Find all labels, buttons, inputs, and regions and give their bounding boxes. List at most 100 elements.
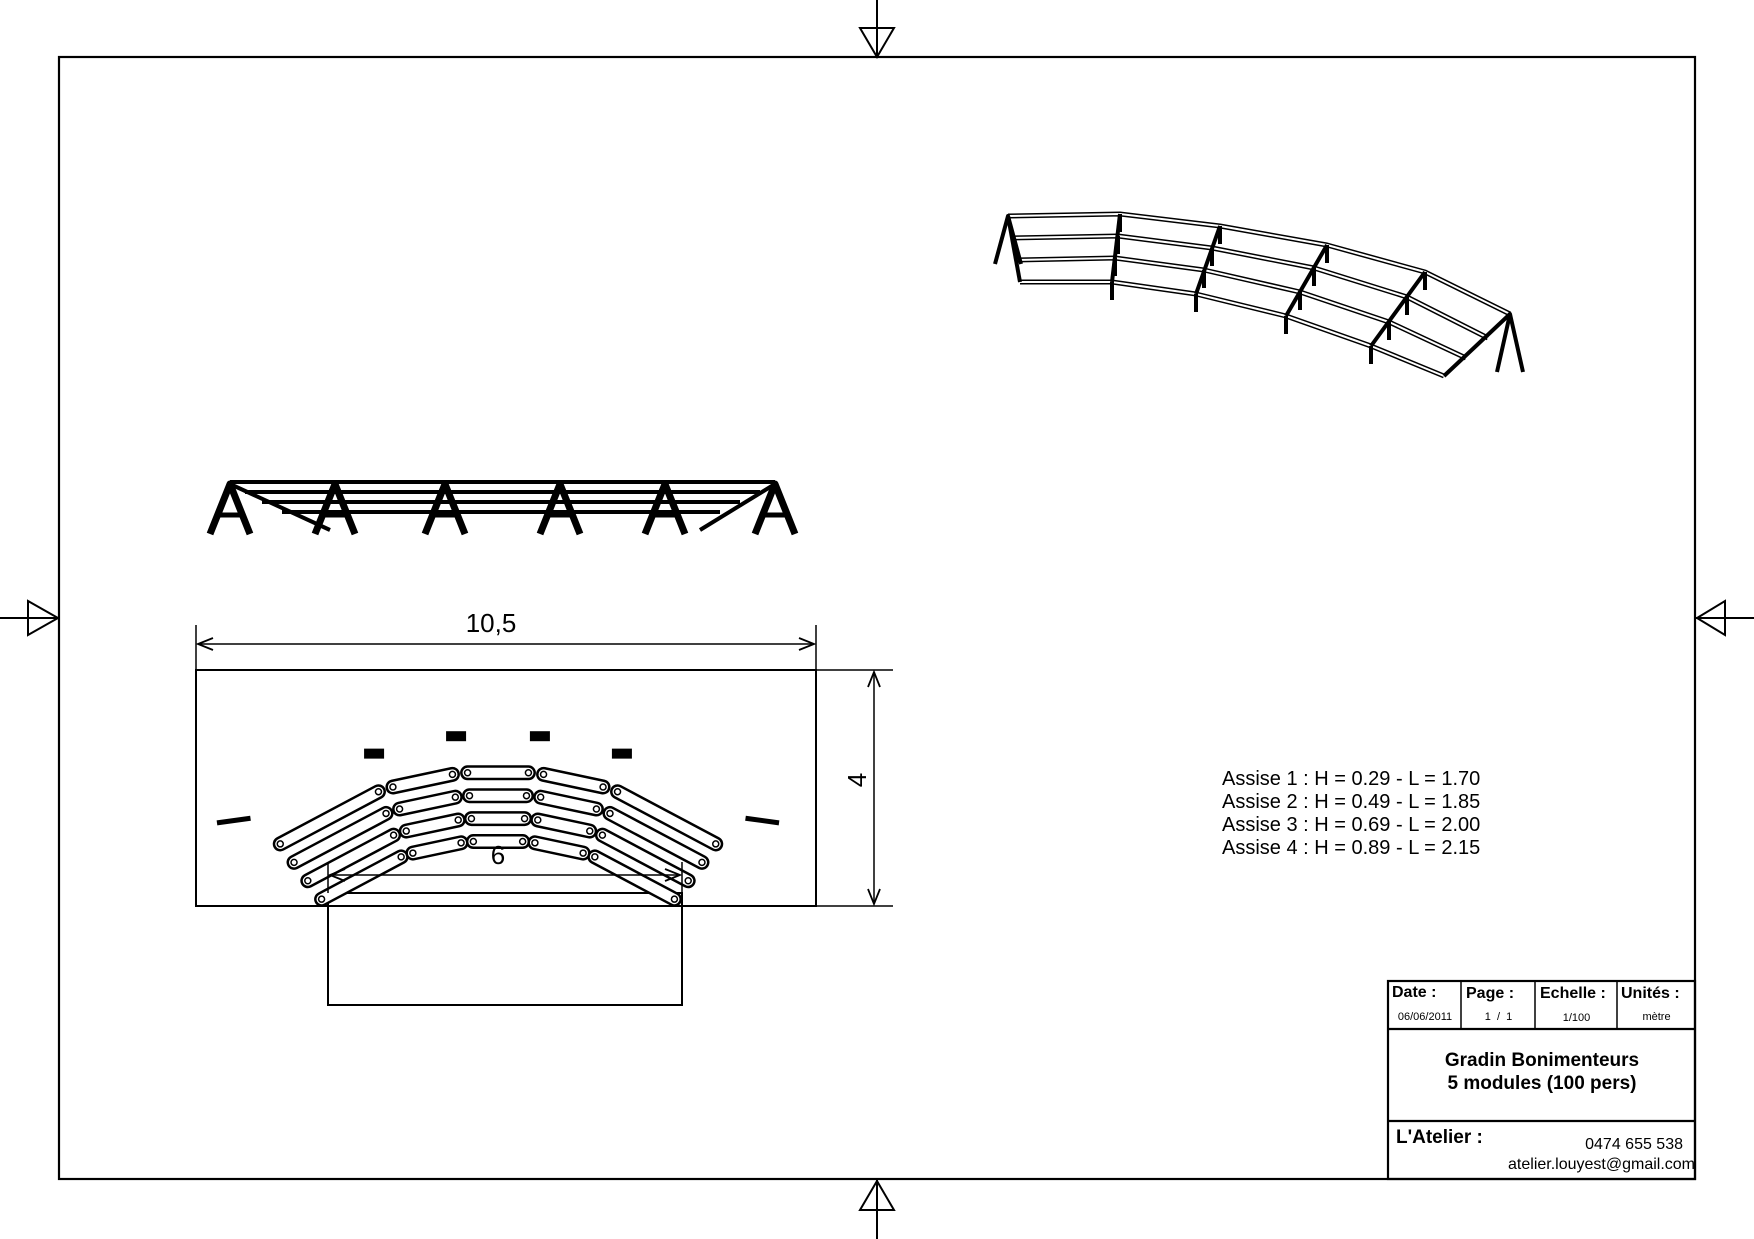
plan-bench-bolt	[524, 769, 533, 777]
elevation-a-frame	[206, 480, 254, 536]
plan-bench-inner	[275, 786, 384, 849]
plan-bench-bolt	[520, 814, 529, 823]
plan-joint	[611, 748, 632, 759]
units-label: Unités :	[1621, 985, 1680, 1002]
plan-bench-bolt	[539, 770, 548, 779]
isometric-stringer	[1284, 243, 1329, 318]
plan-bench-bolt	[276, 840, 285, 848]
plan-bench-bolt	[457, 839, 465, 847]
scale-label: Echelle :	[1540, 985, 1606, 1002]
plan-bench-bolt	[463, 769, 472, 777]
plan-view	[195, 669, 817, 1006]
plan-bench-bolt	[454, 816, 462, 824]
page-value: 1 / 1	[1484, 1011, 1513, 1023]
plan-bench-inner	[532, 815, 595, 837]
elevation-brace	[698, 482, 777, 532]
plan-bench-bolt	[448, 770, 457, 779]
isometric-bench-inner	[1020, 281, 1445, 377]
isometric-bench-inner	[1015, 257, 1467, 359]
plan-bench-inner	[529, 837, 589, 859]
isometric-bench-outer	[1011, 233, 1490, 341]
seat-spec-1: Assise 1 : H = 0.29 - L = 1.70	[1222, 768, 1481, 790]
plan-bench-bolt	[591, 853, 599, 861]
plan-bench-bolt	[684, 877, 692, 885]
title-block-grid	[1386, 979, 1697, 1181]
plan-bench-bolt	[389, 783, 397, 791]
isometric-view	[993, 211, 1525, 379]
plan-bench-bolt	[592, 805, 601, 813]
isometric-end-frame	[993, 214, 1023, 265]
plan-bench-inner	[612, 786, 721, 849]
date-value: 06/06/2011	[1397, 1011, 1453, 1023]
plan-bench-bolt	[374, 787, 383, 796]
seat-spec-2: Assise 2 : H = 0.49 - L = 1.85	[1222, 791, 1481, 813]
plan-bench-inner	[387, 769, 458, 793]
plan-bench-bolt	[304, 877, 312, 885]
plan-bench-inner	[604, 808, 707, 868]
plan-bench-inner	[302, 830, 399, 886]
elevation-a-frame	[311, 480, 359, 536]
scale-value: 1/100	[1562, 1012, 1591, 1024]
plan-bench-bolt	[395, 805, 404, 813]
plan-benches	[216, 731, 780, 907]
seat-spec-4: Assise 4 : H = 0.89 - L = 2.15	[1222, 837, 1481, 859]
plan-bench-inner	[535, 792, 602, 815]
isometric-stringer	[1442, 312, 1512, 378]
dimension-stage-width: 6	[491, 840, 505, 870]
date-label: Date :	[1392, 984, 1437, 1001]
plan-bench-inner	[407, 837, 467, 859]
seat-spec-3: Assise 3 : H = 0.69 - L = 2.00	[1222, 814, 1481, 836]
plan-bench-bolt	[397, 853, 405, 861]
plan-bench-bolt	[467, 814, 476, 823]
plan-bench-bolt	[579, 849, 587, 857]
drawing-title-line-1: Gradin Bonimenteurs	[1444, 1050, 1640, 1071]
isometric-bench-inner	[1007, 213, 1511, 315]
isometric-bench-outer	[1007, 211, 1512, 317]
plan-joint	[364, 748, 385, 759]
plan-bench-bolt	[290, 858, 298, 867]
plan-bench-bolt	[698, 858, 706, 867]
floor-outline	[195, 669, 817, 907]
plan-bench-bolt	[606, 809, 614, 818]
elevation-a-frame	[641, 480, 689, 536]
plan-bench-inner	[394, 792, 461, 815]
plan-joint	[446, 731, 467, 742]
plan-joint	[529, 731, 550, 742]
drawing-title-line-2: 5 modules (100 pers)	[1447, 1073, 1637, 1094]
plan-bench-bolt	[469, 837, 478, 846]
plan-end-post	[745, 815, 780, 826]
workshop-phone: 0474 655 538	[1585, 1136, 1683, 1153]
front-elevation-view	[206, 480, 799, 536]
plan-bench-inner	[401, 815, 464, 837]
plan-bench-bolt	[317, 895, 326, 903]
isometric-stringer	[1194, 225, 1222, 295]
seat-specifications: Assise 1 : H = 0.29 - L = 1.70 Assise 2 …	[1222, 768, 1480, 860]
isometric-stringer	[1369, 270, 1427, 348]
plan-bench-bolt	[598, 831, 607, 839]
plan-bench-bolt	[599, 783, 607, 791]
workshop-email: atelier.louyest@gmail.com	[1508, 1156, 1695, 1173]
dimension-depth: 4	[842, 773, 872, 787]
plan-bench-bolt	[522, 791, 531, 800]
plan-bench-bolt	[613, 787, 622, 796]
isometric-bench-outer	[1020, 279, 1445, 379]
units-value: mètre	[1642, 1011, 1671, 1023]
dimension-overall-width: 10,5	[466, 608, 517, 638]
plan-bench-bolt	[586, 827, 594, 835]
isometric-bench-inner	[1011, 235, 1489, 339]
plan-end-post	[216, 815, 251, 826]
stage-outline	[327, 892, 683, 1006]
elevation-a-frame	[536, 480, 584, 536]
plan-bench-bolt	[534, 816, 542, 824]
isometric-end-frame	[1495, 312, 1525, 373]
elevation-brace	[229, 482, 331, 532]
elevation-a-frame	[421, 480, 469, 536]
page-label: Page :	[1466, 985, 1515, 1002]
plan-bench-bolt	[402, 827, 410, 835]
plan-bench-bolt	[711, 840, 720, 848]
plan-bench-bolt	[451, 793, 460, 801]
drawing-title: Gradin Bonimenteurs 5 modules (100 pers)	[1389, 1049, 1695, 1095]
elevation-a-frame	[751, 480, 799, 536]
plan-bench-bolt	[465, 791, 474, 800]
